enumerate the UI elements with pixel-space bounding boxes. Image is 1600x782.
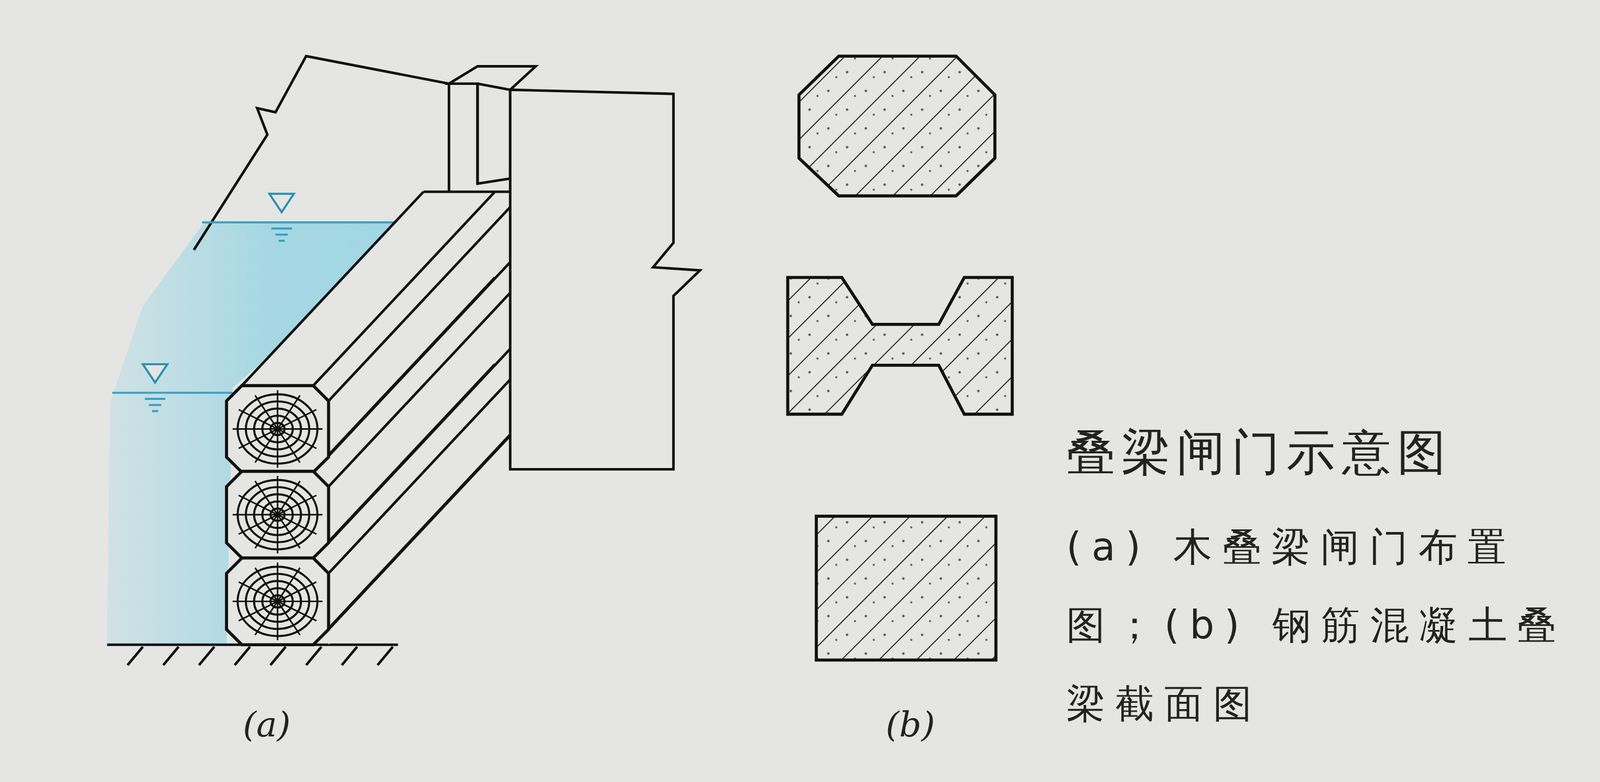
log-outline <box>226 385 329 473</box>
right-pier <box>510 89 700 470</box>
radial-crack <box>276 601 279 641</box>
radial-crack <box>277 601 300 635</box>
log-end-face <box>226 385 329 645</box>
radial-crack <box>232 428 278 430</box>
radial-crack <box>232 600 278 603</box>
radial-crack <box>276 390 279 429</box>
radial-crack <box>255 395 278 429</box>
radial-crack <box>255 481 278 515</box>
radial-crack <box>277 600 323 603</box>
radial-crack <box>255 567 278 602</box>
radial-crack <box>232 513 278 516</box>
radial-crack <box>238 428 278 449</box>
subfigure-label: (b) <box>885 704 935 745</box>
ground-line <box>106 644 398 666</box>
log-outline <box>226 471 329 558</box>
radial-crack <box>277 513 323 516</box>
radial-crack <box>277 428 300 463</box>
radial-crack <box>277 581 317 602</box>
radial-crack <box>277 409 317 429</box>
radial-crack <box>277 514 300 549</box>
radial-crack <box>238 514 278 535</box>
radial-crack <box>276 476 279 515</box>
radial-crack <box>277 428 323 430</box>
radial-crack <box>276 428 279 468</box>
figure-caption: (a) 木叠梁闸门布置图；(b) 钢筋混凝土叠梁截面图 <box>1066 507 1577 744</box>
radial-crack <box>238 601 278 621</box>
subfigure-label: (a) <box>242 704 291 745</box>
radial-crack <box>276 562 279 602</box>
concrete-section <box>787 56 1013 661</box>
radial-crack <box>277 495 317 515</box>
figure-title: 叠梁闸门示意图 <box>1066 420 1453 486</box>
log-outline <box>226 558 329 645</box>
radial-crack <box>276 514 279 554</box>
